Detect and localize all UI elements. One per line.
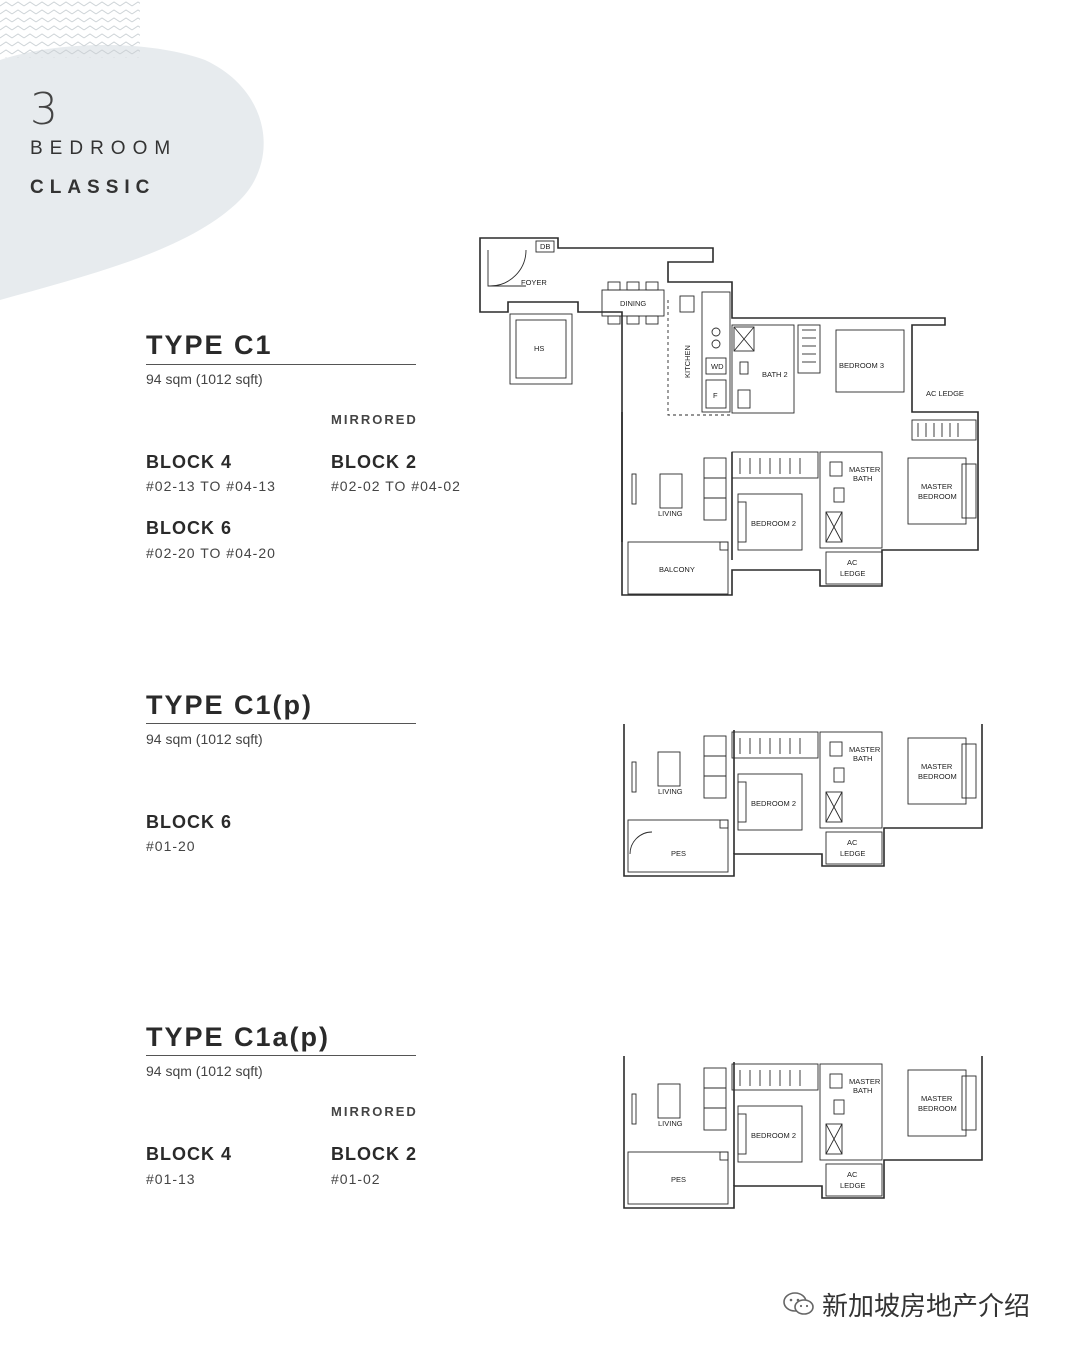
- series-label: CLASSIC: [30, 177, 156, 198]
- floor-plan-c1ap: LIVING BEDROOM 2 MASTER BATH MASTER BEDR…: [623, 1056, 983, 1209]
- block-name: BLOCK 2: [331, 1144, 418, 1164]
- block-units: #01-02: [331, 1171, 381, 1187]
- wechat-icon: [783, 1292, 814, 1315]
- room-label: PES: [671, 849, 686, 858]
- floor-plan-c1p: LIVING BEDROOM 2 MASTER BATH MASTER BEDR…: [623, 724, 983, 877]
- room-label: LEDGE: [840, 849, 865, 858]
- room-label: LIVING: [658, 787, 683, 796]
- room-label: BEDROOM 2: [751, 799, 796, 808]
- room-label: F: [713, 391, 718, 400]
- room-label: LIVING: [658, 1119, 683, 1128]
- room-label: DB: [540, 242, 550, 251]
- mirrored-label: MIRRORED: [331, 1104, 418, 1119]
- title-divider: [146, 1055, 416, 1056]
- block-units: #02-13 TO #04-13: [146, 478, 276, 494]
- room-label: BATH 2: [762, 370, 788, 379]
- room-label: LEDGE: [840, 569, 865, 578]
- room-label: LEDGE: [840, 1181, 865, 1190]
- block-name: BLOCK 4: [146, 452, 233, 472]
- block-name: BLOCK 4: [146, 1144, 233, 1164]
- category-label: BEDROOM: [30, 138, 178, 159]
- floor-plan-c1: DB FOYER HS DINING KITCHEN WD F BATH 2 B…: [479, 237, 979, 596]
- room-label: BATH: [853, 1086, 872, 1095]
- block-name: BLOCK 6: [146, 812, 233, 832]
- room-label: AC: [847, 1170, 858, 1179]
- room-label: BEDROOM: [918, 492, 957, 501]
- room-label: PES: [671, 1175, 686, 1184]
- room-label: AC: [847, 558, 858, 567]
- block-units: #01-20: [146, 838, 196, 854]
- room-label: BATH: [853, 754, 872, 763]
- room-label: FOYER: [521, 278, 547, 287]
- room-label: BEDROOM 2: [751, 1131, 796, 1140]
- room-label: BEDROOM 3: [839, 361, 884, 370]
- room-label: MASTER: [849, 1077, 881, 1086]
- room-label: BATH: [853, 474, 872, 483]
- type-title: TYPE C1a(p): [146, 1022, 331, 1052]
- room-label: MASTER: [849, 465, 881, 474]
- room-label: MASTER: [921, 762, 953, 771]
- bedroom-count: 3: [30, 84, 58, 135]
- block-name: BLOCK 2: [331, 452, 418, 472]
- title-divider: [146, 723, 416, 724]
- room-label: BEDROOM 2: [751, 519, 796, 528]
- unit-area: 94 sqm (1012 sqft): [146, 1063, 263, 1079]
- room-label: AC LEDGE: [926, 389, 964, 398]
- room-label: MASTER: [921, 1094, 953, 1103]
- header-decoration: [0, 0, 264, 300]
- room-label: BEDROOM: [918, 1104, 957, 1113]
- room-label: DINING: [620, 299, 646, 308]
- block-units: #02-20 TO #04-20: [146, 545, 276, 561]
- room-label: HS: [534, 344, 544, 353]
- type-title: TYPE C1: [146, 330, 273, 360]
- type-title: TYPE C1(p): [146, 690, 314, 720]
- room-label: KITCHEN: [683, 345, 692, 378]
- room-label: MASTER: [849, 745, 881, 754]
- room-label: BEDROOM: [918, 772, 957, 781]
- unit-area: 94 sqm (1012 sqft): [146, 371, 263, 387]
- block-name: BLOCK 6: [146, 518, 233, 538]
- block-units: #01-13: [146, 1171, 196, 1187]
- room-label: BALCONY: [659, 565, 695, 574]
- room-label: WD: [711, 362, 724, 371]
- room-label: LIVING: [658, 509, 683, 518]
- room-label: AC: [847, 838, 858, 847]
- unit-area: 94 sqm (1012 sqft): [146, 731, 263, 747]
- mirrored-label: MIRRORED: [331, 412, 418, 427]
- watermark-text: 新加坡房地产介绍: [822, 1292, 1031, 1322]
- block-units: #02-02 TO #04-02: [331, 478, 461, 494]
- room-label: MASTER: [921, 482, 953, 491]
- title-divider: [146, 364, 416, 365]
